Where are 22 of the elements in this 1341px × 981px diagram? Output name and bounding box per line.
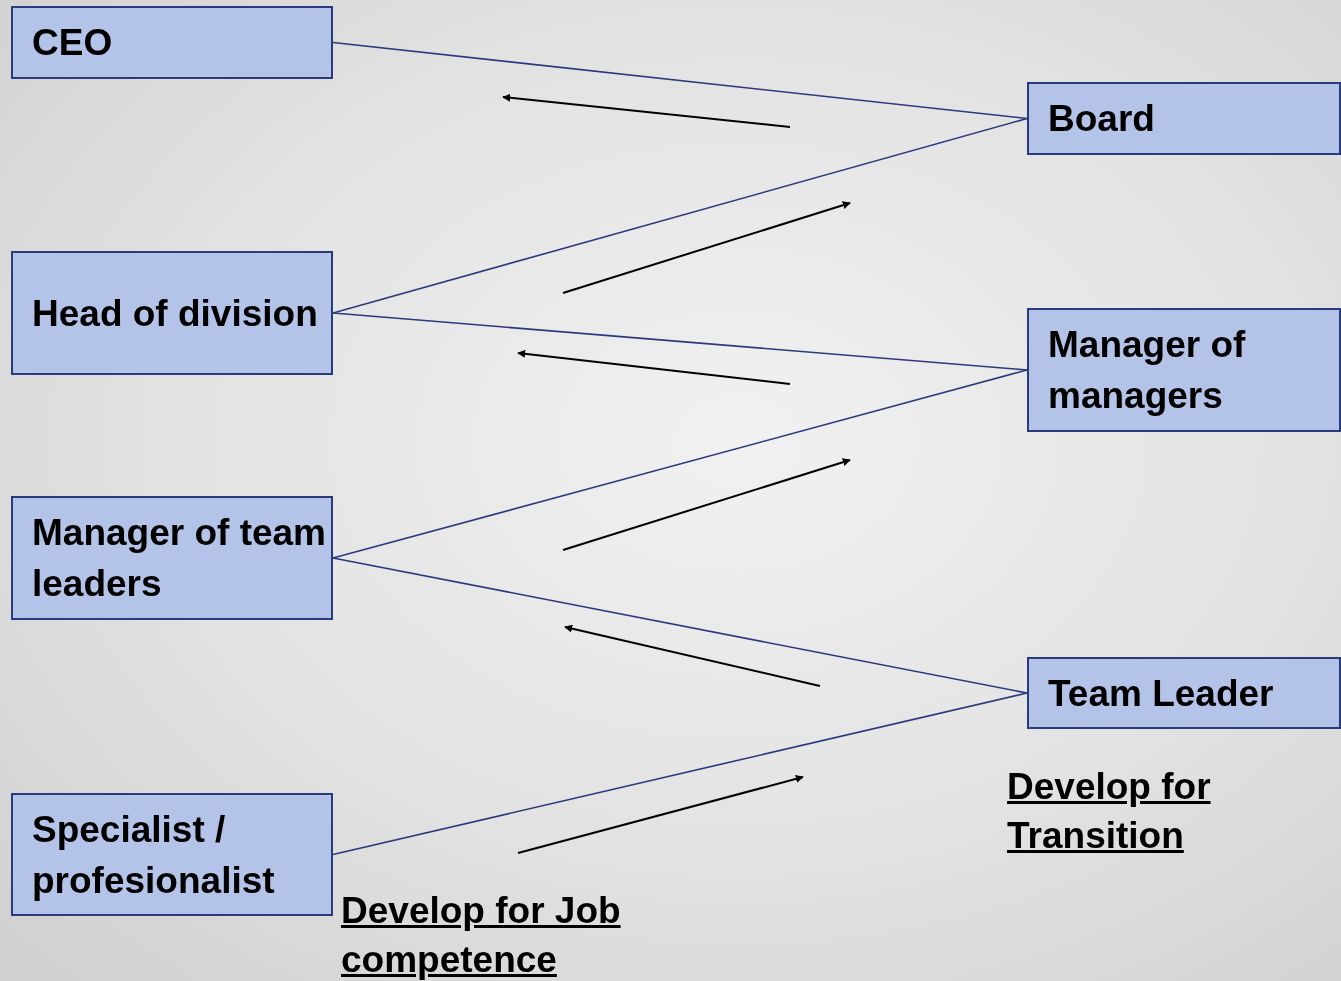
stage-caption: Develop for Job competence: [341, 889, 622, 981]
connector-line: [332, 117, 1028, 314]
role-box: [1027, 657, 1341, 729]
role-box: [1027, 82, 1341, 155]
role-box: [11, 793, 333, 916]
stage-caption: Develop for Transition: [1007, 765, 1212, 858]
connector-line: [332, 312, 1028, 371]
role-label: Manager of managers: [1048, 323, 1247, 418]
role-label: Board: [1048, 97, 1155, 141]
role-box: [11, 251, 333, 375]
role-box: [1027, 308, 1341, 432]
connector-line: [332, 692, 1028, 856]
role-label: Head of division: [32, 291, 318, 336]
role-label: CEO: [32, 21, 113, 65]
connector-line: [332, 369, 1028, 559]
connector-line: [332, 41, 1028, 120]
role-label: Team Leader: [1048, 671, 1274, 716]
connector-line: [332, 557, 1028, 694]
role-box: [11, 6, 333, 79]
role-box: [11, 496, 333, 620]
role-label: Manager of team leaders: [32, 511, 327, 606]
role-label: Specialist / profesionalist: [32, 807, 276, 903]
